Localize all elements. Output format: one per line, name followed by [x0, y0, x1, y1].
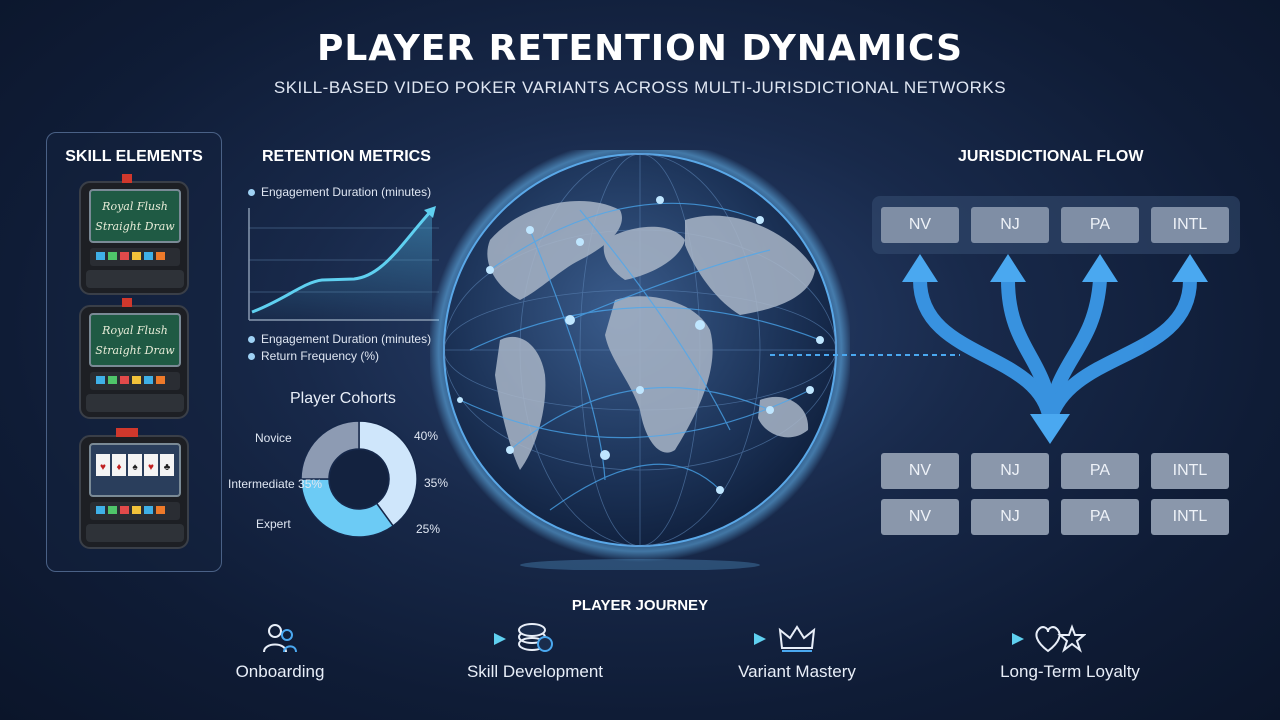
- row2-box-nv: NV: [881, 499, 959, 535]
- jurisdictional-flow-title: JURISDICTIONAL FLOW: [958, 148, 1144, 165]
- donut-slice-1: [300, 478, 395, 538]
- top-box-nv: NV: [881, 207, 959, 243]
- network-arcs: [459, 202, 821, 511]
- svg-text:♥: ♥: [148, 462, 154, 473]
- page-title: PLAYER RETENTION DYNAMICS: [316, 28, 964, 69]
- machine-2-line1: Royal Flush: [101, 324, 168, 337]
- top-box-pa: PA: [1061, 207, 1139, 243]
- cohort-name-expert: Expert: [256, 517, 291, 531]
- cohorts-donut-chart: [300, 420, 418, 538]
- retention-metrics-title: RETENTION METRICS: [262, 148, 431, 165]
- crown-icon: [778, 625, 816, 652]
- cohort-value-novice: 40%: [414, 429, 439, 443]
- svg-text:♣: ♣: [164, 462, 171, 473]
- machine-2-line2: Straight Draw: [95, 344, 175, 357]
- chart-area: [252, 210, 432, 320]
- africa: [605, 296, 713, 453]
- machine-1-line1: Royal Flush: [101, 200, 168, 213]
- network-globe: [430, 150, 850, 570]
- legend-dot-icon: [248, 188, 255, 196]
- flow-arrow-nj: [1001, 273, 1057, 427]
- row2-box-intl: INTL: [1151, 499, 1229, 535]
- slot-machine-3: ♥ ♦ ♠ ♥ ♣: [79, 428, 189, 549]
- heart-star-icon: [1035, 624, 1086, 653]
- playing-cards-icon: ♥ ♦ ♠ ♥ ♣: [96, 454, 174, 476]
- cohort-name-novice: Novice: [255, 431, 292, 445]
- asia: [685, 215, 815, 315]
- legend-dot-icon: [248, 352, 255, 360]
- journey-step-onboarding: Onboarding: [235, 662, 325, 681]
- row1-box-pa: PA: [1061, 453, 1139, 489]
- engagement-line: [251, 208, 434, 314]
- row1-box-intl: INTL: [1151, 453, 1229, 489]
- arrowhead-up: [1172, 254, 1208, 282]
- journey-step-long-term-loyalty: Long-Term Loyalty: [1000, 662, 1140, 681]
- donut-hole: [330, 450, 388, 508]
- slot-machine-2: Royal Flush Straight Draw: [79, 298, 189, 419]
- journey-arrow-3: [826, 633, 1024, 645]
- page-subtitle: SKILL-BASED VIDEO POKER VARIANTS ACROSS …: [273, 78, 1007, 97]
- cohort-name-intermediate: Intermediate 35%: [228, 477, 323, 491]
- top-box-intl: INTL: [1151, 207, 1229, 243]
- arrowhead-up: [990, 254, 1026, 282]
- top-legend-label: Engagement Duration (minutes): [261, 185, 432, 199]
- globe-connector-line: [770, 354, 960, 356]
- arrowhead-up: [1082, 254, 1118, 282]
- machine-1-line2: Straight Draw: [95, 220, 175, 233]
- legend-engagement-label: Engagement Duration (minutes): [261, 332, 432, 346]
- row1-box-nv: NV: [881, 453, 959, 489]
- donut-slice-0: [358, 420, 418, 527]
- cohort-value-expert: 25%: [416, 522, 441, 536]
- top-legend: Engagement Duration (minutes): [248, 185, 431, 199]
- cohorts-title: Player Cohorts: [290, 390, 396, 407]
- engagement-line-chart: [248, 206, 439, 321]
- journey-arrow-2: [568, 633, 766, 645]
- line-arrowhead: [424, 206, 436, 218]
- svg-text:♦: ♦: [116, 462, 121, 473]
- row2-box-nj: NJ: [971, 499, 1049, 535]
- slot-machine-1: Royal Flush Straight Draw: [79, 174, 189, 295]
- continents: [487, 201, 815, 470]
- north-america: [487, 201, 622, 300]
- row2-box-pa: PA: [1061, 499, 1139, 535]
- legend-dot-icon: [248, 335, 255, 343]
- legend-return: Return Frequency (%): [248, 349, 379, 363]
- donut-slice-2: [300, 420, 360, 480]
- journey-title: PLAYER JOURNEY: [571, 597, 709, 614]
- svg-text:♥: ♥: [100, 462, 106, 473]
- flow-arrows: [902, 254, 1208, 444]
- flow-arrow-intl: [1043, 273, 1197, 427]
- journey-step-variant-mastery: Variant Mastery: [738, 662, 856, 681]
- svg-text:♠: ♠: [132, 462, 138, 473]
- legend-engagement: Engagement Duration (minutes): [248, 332, 431, 346]
- arrowhead-down: [1030, 414, 1070, 444]
- skill-elements-title: SKILL ELEMENTS: [65, 148, 203, 165]
- journey-arrow-1: [306, 633, 506, 645]
- row1-box-nj: NJ: [971, 453, 1049, 489]
- journey-step-skill-development: Skill Development: [466, 662, 604, 681]
- cohort-value-intermediate: 35%: [424, 476, 449, 490]
- europe: [603, 226, 685, 280]
- top-box-nj: NJ: [971, 207, 1049, 243]
- network-nodes: [457, 196, 824, 494]
- arrowhead-up: [902, 254, 938, 282]
- legend-return-label: Return Frequency (%): [261, 349, 380, 363]
- south-america: [495, 336, 546, 470]
- users-icon: [263, 624, 297, 653]
- poker-chips-icon: [518, 623, 553, 652]
- globe-shadow: [520, 559, 760, 570]
